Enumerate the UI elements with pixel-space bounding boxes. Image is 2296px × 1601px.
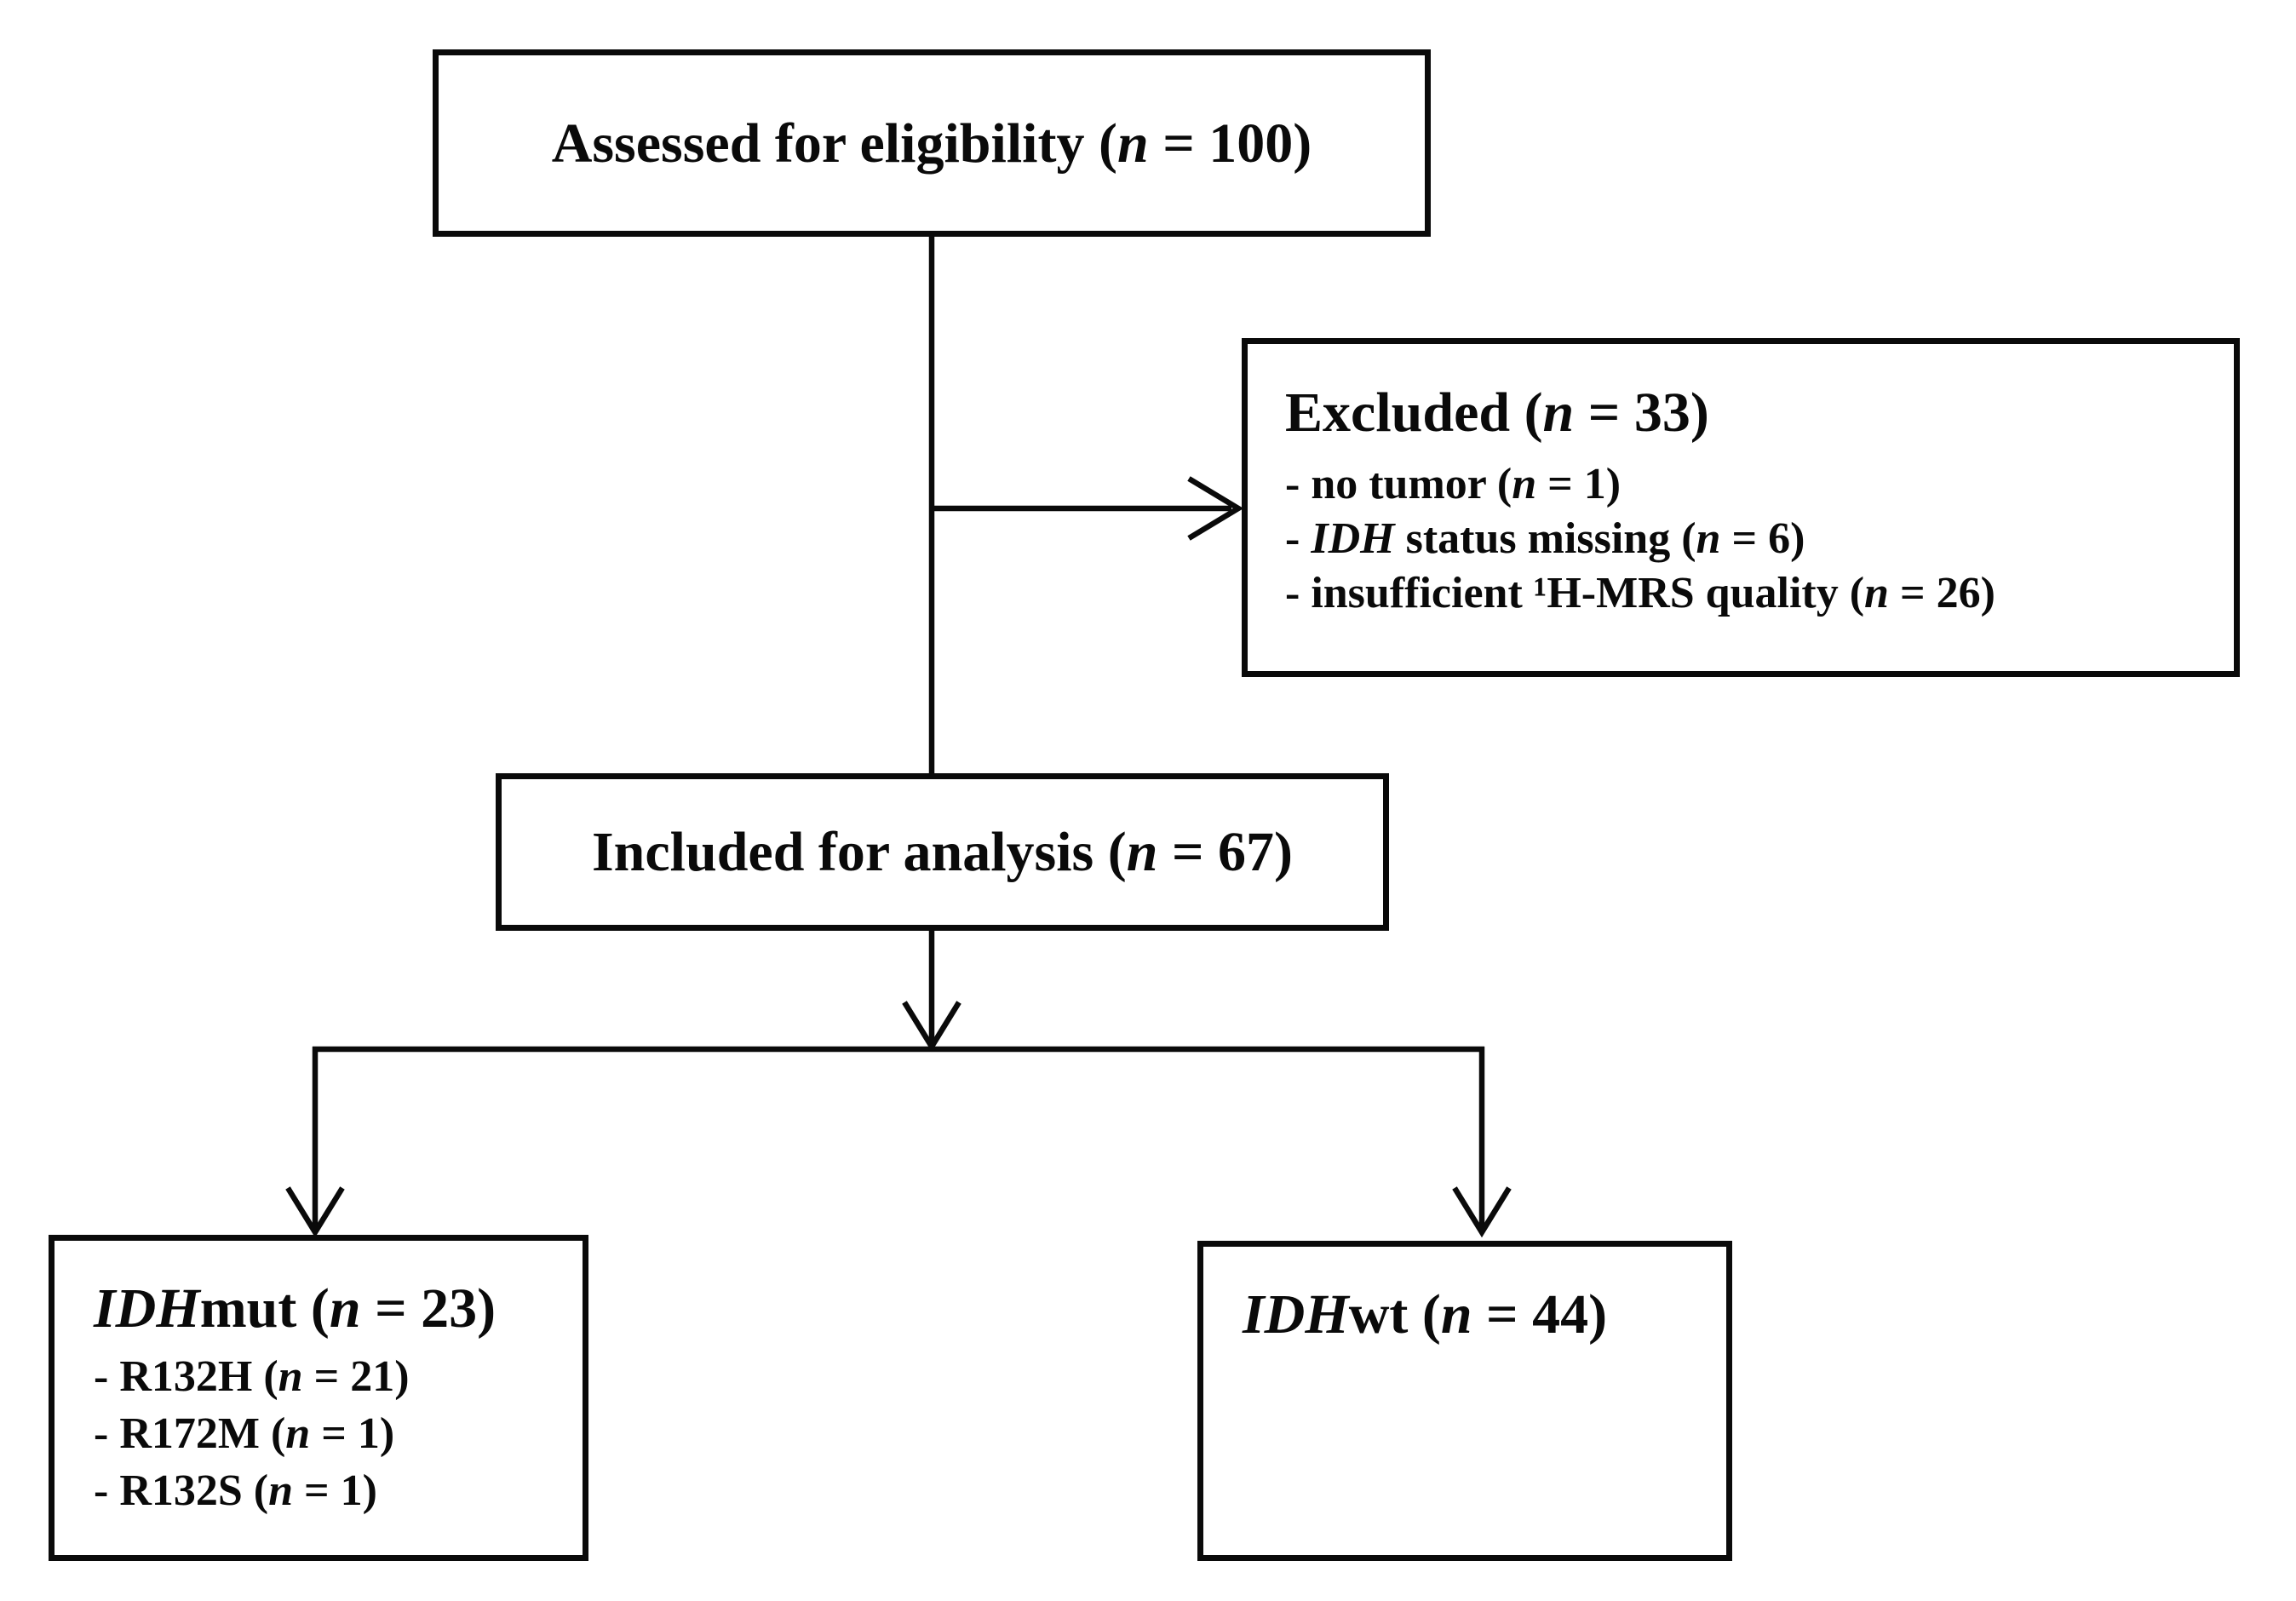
excluded-item-text: - insufficient ¹H-MRS quality ( [1285, 569, 1865, 617]
n-variable: n [1696, 514, 1721, 563]
included-title-count: = 67) [1157, 821, 1294, 883]
excluded-item-text: - [1285, 514, 1312, 563]
n-variable: n [1512, 460, 1537, 508]
n-variable: n [285, 1409, 311, 1458]
excluded-item-count: = 1) [1536, 460, 1622, 508]
n-variable: n [268, 1466, 294, 1515]
excluded-item-list: - no tumor (n = 1) - IDH status missing … [1285, 457, 2217, 621]
excluded-title-count: = 33) [1574, 382, 1709, 444]
assessed-title-count: = 100) [1148, 112, 1312, 175]
idhmut-item: - R172M (n = 1) [94, 1405, 574, 1462]
idhwt-box: IDHwt (n = 44) [1197, 1241, 1732, 1561]
excluded-item-text: status missing ( [1394, 514, 1696, 563]
mutation-count: = 21) [302, 1352, 410, 1401]
idhmut-title-count: = 23) [360, 1277, 497, 1340]
idhwt-title-count: = 44) [1472, 1283, 1608, 1346]
mutation-label: - R132H ( [94, 1352, 278, 1401]
n-variable: n [329, 1277, 361, 1340]
excluded-item: - IDH status missing (n = 6) [1285, 512, 2217, 566]
gene-name: IDH [1311, 514, 1395, 563]
idhmut-item-list: - R132H (n = 21) - R172M (n = 1) - R132S… [94, 1348, 574, 1519]
excluded-item-count: = 6) [1720, 514, 1805, 563]
idhmut-box: IDHmut (n = 23) - R132H (n = 21) - R172M… [49, 1235, 588, 1561]
n-variable: n [1440, 1283, 1472, 1346]
included-title-text: Included for analysis ( [591, 821, 1127, 883]
idhwt-title-text: wt ( [1348, 1283, 1441, 1346]
arrow-down-icon [285, 1186, 345, 1238]
mutation-label: - R172M ( [94, 1409, 286, 1458]
n-variable: n [1542, 382, 1575, 444]
idhmut-item: - R132S (n = 1) [94, 1462, 574, 1519]
idhmut-title: IDHmut (n = 23) [94, 1277, 574, 1340]
excluded-box: Excluded (n = 33) - no tumor (n = 1) - I… [1242, 338, 2240, 677]
idhwt-title: IDHwt (n = 44) [1243, 1283, 1718, 1346]
excluded-title-text: Excluded ( [1285, 382, 1543, 444]
gene-name: IDH [94, 1277, 200, 1340]
included-title: Included for analysis (n = 67) [592, 821, 1293, 883]
excluded-item: - no tumor (n = 1) [1285, 457, 2217, 512]
mutation-count: = 1) [293, 1466, 377, 1515]
mutation-label: - R132S ( [94, 1466, 269, 1515]
excluded-item-count: = 26) [1888, 569, 1995, 617]
included-box: Included for analysis (n = 67) [496, 773, 1389, 931]
gene-name: IDH [1243, 1283, 1349, 1346]
excluded-item: - insufficient ¹H-MRS quality (n = 26) [1285, 566, 2217, 621]
arrow-right-icon [1187, 476, 1244, 541]
n-variable: n [278, 1352, 303, 1401]
assessed-box: Assessed for eligibility (n = 100) [433, 49, 1431, 237]
assessed-title-text: Assessed for eligibility ( [551, 112, 1117, 175]
assessed-title: Assessed for eligibility (n = 100) [552, 112, 1312, 175]
idhmut-item: - R132H (n = 21) [94, 1348, 574, 1405]
arrow-down-icon [1452, 1186, 1512, 1238]
mutation-count: = 1) [310, 1409, 395, 1458]
excluded-item-text: - no tumor ( [1285, 460, 1512, 508]
excluded-title: Excluded (n = 33) [1285, 382, 2217, 444]
idhmut-title-text: mut ( [199, 1277, 330, 1340]
n-variable: n [1126, 821, 1158, 883]
n-variable: n [1864, 569, 1889, 617]
n-variable: n [1116, 112, 1149, 175]
